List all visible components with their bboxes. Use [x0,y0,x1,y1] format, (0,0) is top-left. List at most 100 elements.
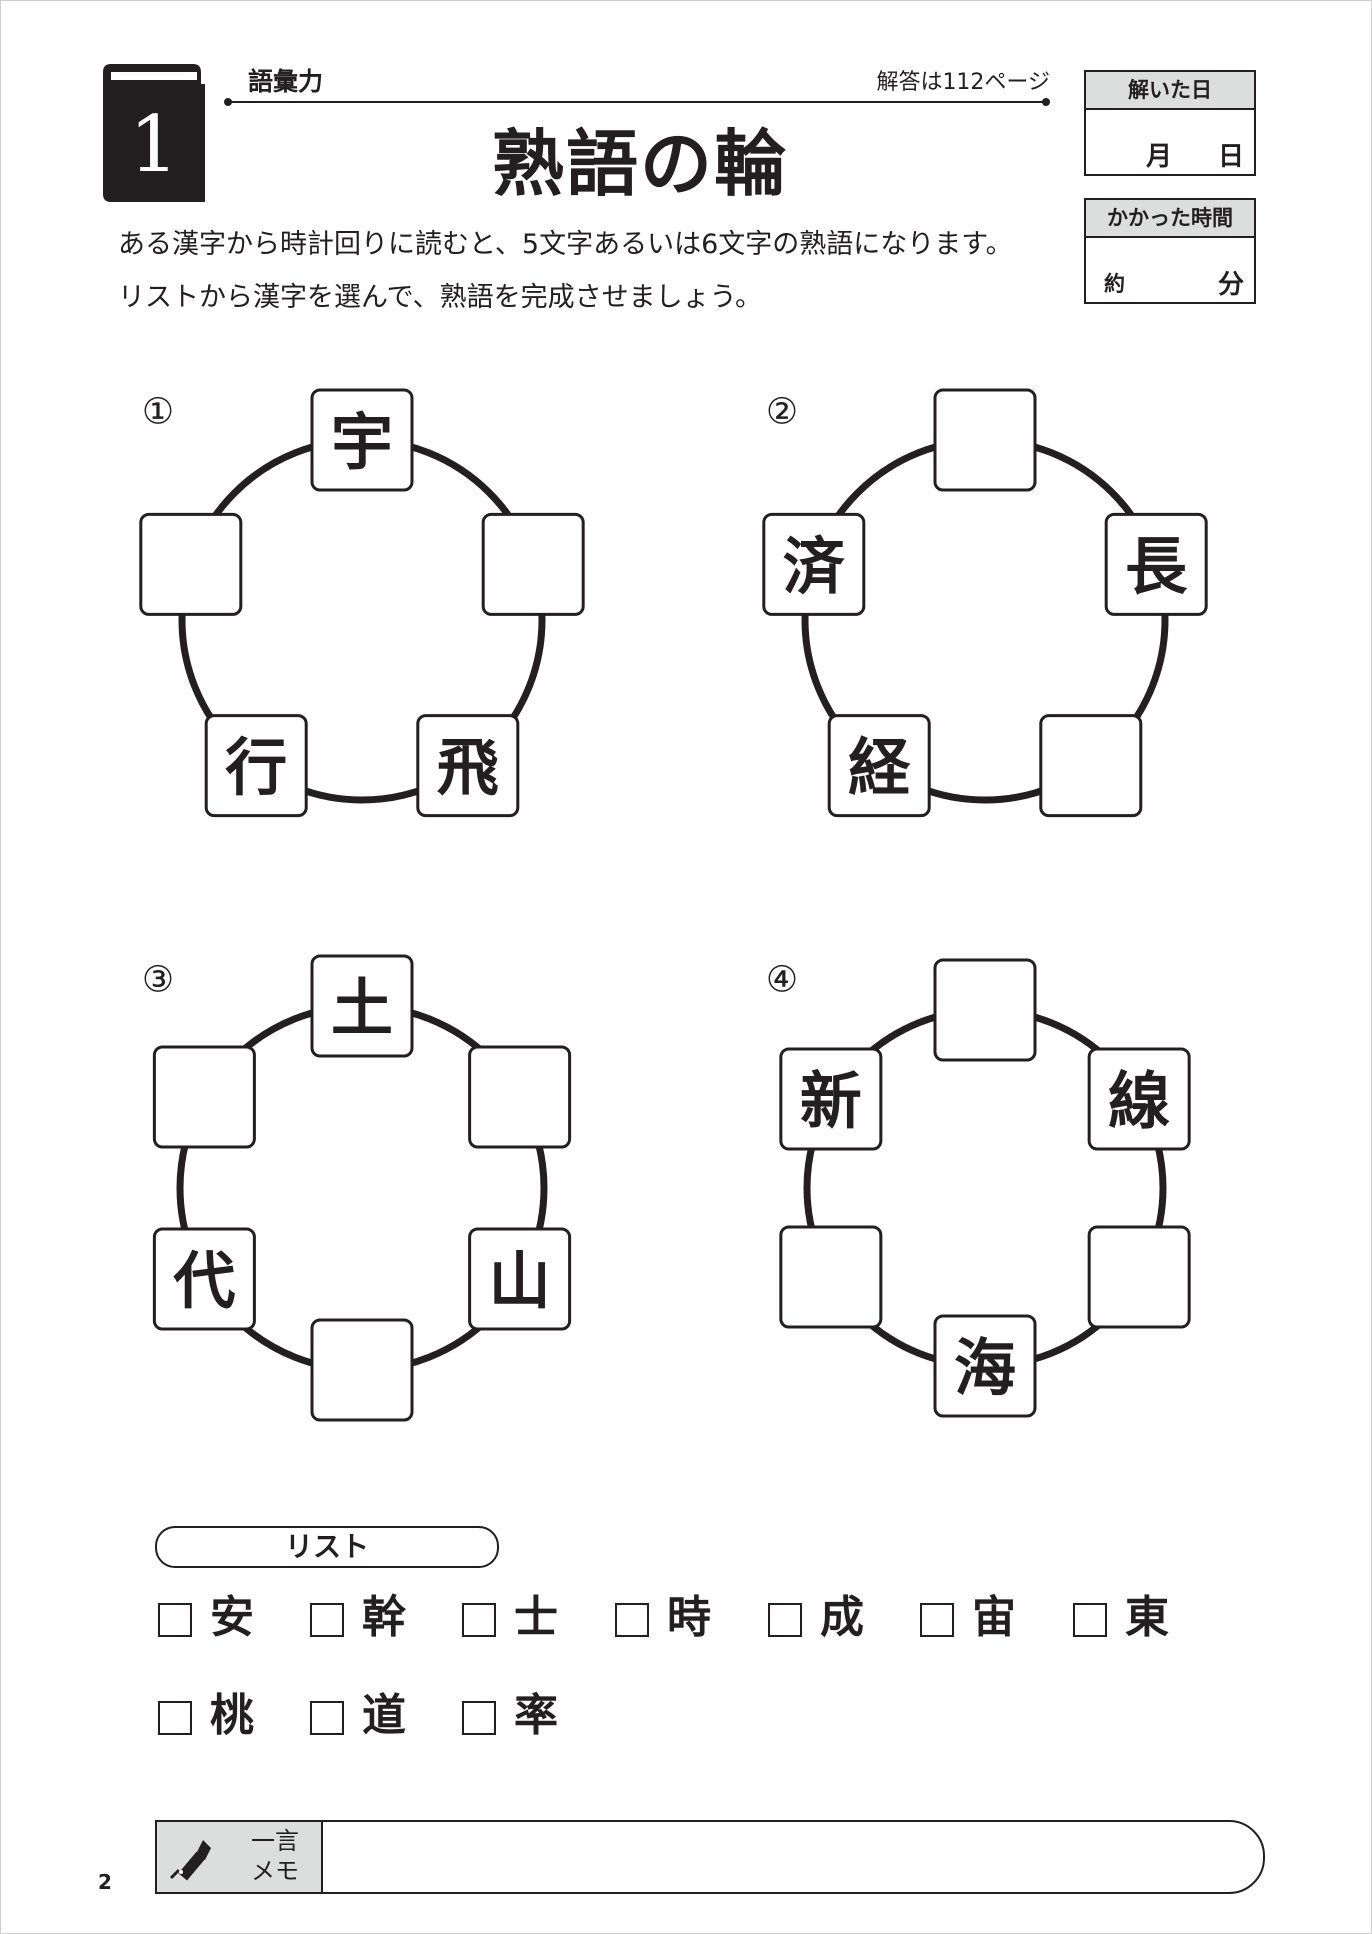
list-item[interactable]: 宙 [920,1588,1016,1648]
kanji-box [1104,512,1208,616]
solved-date-field[interactable]: 月 日 [1086,110,1254,174]
kanji-char: 代 [172,1245,235,1318]
checkbox[interactable] [615,1603,649,1637]
blank-box[interactable] [310,1318,414,1422]
blank-box[interactable] [1039,714,1143,818]
kanji-box [204,714,308,818]
kanji-char: 経 [848,731,911,804]
list-heading: リスト [155,1526,499,1568]
memo-field[interactable]: 一言 メモ [155,1820,1265,1894]
checkbox[interactable] [310,1701,344,1735]
list-item-kanji: 道 [362,1690,406,1741]
answer-page-note: 解答は112ページ [876,70,1050,95]
puzzle-number: ③ [142,960,174,1001]
kanji-char: 海 [954,1332,1016,1405]
list-item-kanji: 成 [820,1592,864,1643]
list-item-kanji: 士 [514,1592,558,1643]
checkbox[interactable] [158,1701,192,1735]
blank-box[interactable] [152,1045,256,1149]
title-rule [224,98,1050,106]
checkbox[interactable] [920,1603,954,1637]
list-item-kanji: 東 [1125,1592,1169,1643]
blank-box[interactable] [1087,1225,1191,1329]
memo-tab: 一言 メモ [157,1822,323,1892]
list-item-kanji: 時 [667,1592,711,1643]
blank-box[interactable] [139,512,243,616]
month-label: 月 [1146,142,1173,172]
instructions: ある漢字から時計回りに読むと、5文字あるいは6文字の熟語になります。 リストから… [118,218,1013,324]
time-taken-heading: かかった時間 [1086,200,1254,238]
list-item[interactable]: 成 [768,1588,864,1648]
memo-label-line-1: 一言 [251,1827,299,1855]
kanji-box [152,1227,256,1331]
kanji-box [416,714,520,818]
book-icon [103,64,205,202]
kanji-char: 長 [1125,530,1188,603]
list-item-kanji: 率 [514,1690,558,1741]
kanji-box [762,512,866,616]
kanji-box [779,1047,883,1151]
checkbox[interactable] [1073,1603,1107,1637]
page-title: 熟語の輪 [491,122,788,206]
time-taken-field[interactable]: 約 分 [1086,238,1254,302]
kanji-char: 飛 [437,731,499,804]
puzzle-1: ① 宇飛 行 [139,388,585,818]
list-item[interactable]: 桃 [158,1686,254,1746]
kanji-box [468,1227,572,1331]
kanji-char: 線 [1108,1065,1170,1138]
puzzle-number: ② [766,392,798,433]
puzzle-2: ② 長経 済 [762,388,1208,818]
kanji-char: 行 [225,731,287,804]
list-item[interactable]: 率 [462,1686,558,1746]
kanji-char: 山 [489,1245,551,1318]
chapter-number: 1 [129,100,179,190]
list-item[interactable]: 士 [462,1588,558,1648]
kanji-box [310,954,414,1058]
minutes-label: 分 [1218,270,1245,300]
pen-icon [169,1840,211,1881]
solved-date-box: 解いた日 月 日 [1084,70,1256,176]
approx-label: 約 [1104,272,1125,296]
checkbox[interactable] [462,1603,496,1637]
list-item-kanji: 桃 [210,1690,254,1741]
memo-label-line-2: メモ [251,1857,299,1885]
puzzle-number: ④ [766,960,798,1001]
list-item-kanji: 安 [210,1592,254,1643]
instruction-line-2: リストから漢字を選んで、熟語を完成させましょう。 [118,282,762,313]
puzzle-area: ① 宇飛 行 ② 長経 済 ③ 土山 代 ④ 線海 新 [139,388,1208,1422]
list-item[interactable]: 道 [310,1686,406,1746]
blank-box[interactable] [468,1045,572,1149]
kanji-char: 宇 [331,406,393,479]
kanji-char: 土 [331,972,393,1045]
page-number: 2 [98,1870,112,1894]
blank-box[interactable] [779,1225,883,1329]
puzzle-3: ③ 土山 代 [142,954,572,1422]
checkbox[interactable] [462,1701,496,1735]
list-item[interactable]: 幹 [310,1588,406,1648]
kanji-box [310,388,414,492]
checkbox[interactable] [310,1603,344,1637]
checkbox[interactable] [768,1603,802,1637]
kanji-box [933,1314,1037,1418]
list-item[interactable]: 安 [158,1588,254,1648]
kanji-char: 済 [783,530,846,603]
solved-date-heading: 解いた日 [1086,72,1254,110]
list-item[interactable]: 時 [615,1588,711,1648]
memo-label: 一言 メモ [251,1826,299,1886]
blank-box[interactable] [481,512,585,616]
time-taken-box: かかった時間 約 分 [1084,198,1256,304]
kanji-char: 新 [800,1065,862,1138]
kanji-box [1087,1047,1191,1151]
puzzle-number: ① [142,392,174,433]
list-item-kanji: 幹 [362,1592,406,1643]
category-label: 語彙力 [248,67,324,96]
instruction-line-1: ある漢字から時計回りに読むと、5文字あるいは6文字の熟語になります。 [118,229,1013,260]
kanji-box [827,714,931,818]
puzzle-4: ④ 線海 新 [766,958,1191,1418]
blank-box[interactable] [933,958,1037,1062]
list-item-kanji: 宙 [972,1592,1016,1643]
blank-box[interactable] [933,388,1037,492]
list-item[interactable]: 東 [1073,1588,1169,1648]
checkbox[interactable] [158,1603,192,1637]
day-label: 日 [1218,142,1245,172]
